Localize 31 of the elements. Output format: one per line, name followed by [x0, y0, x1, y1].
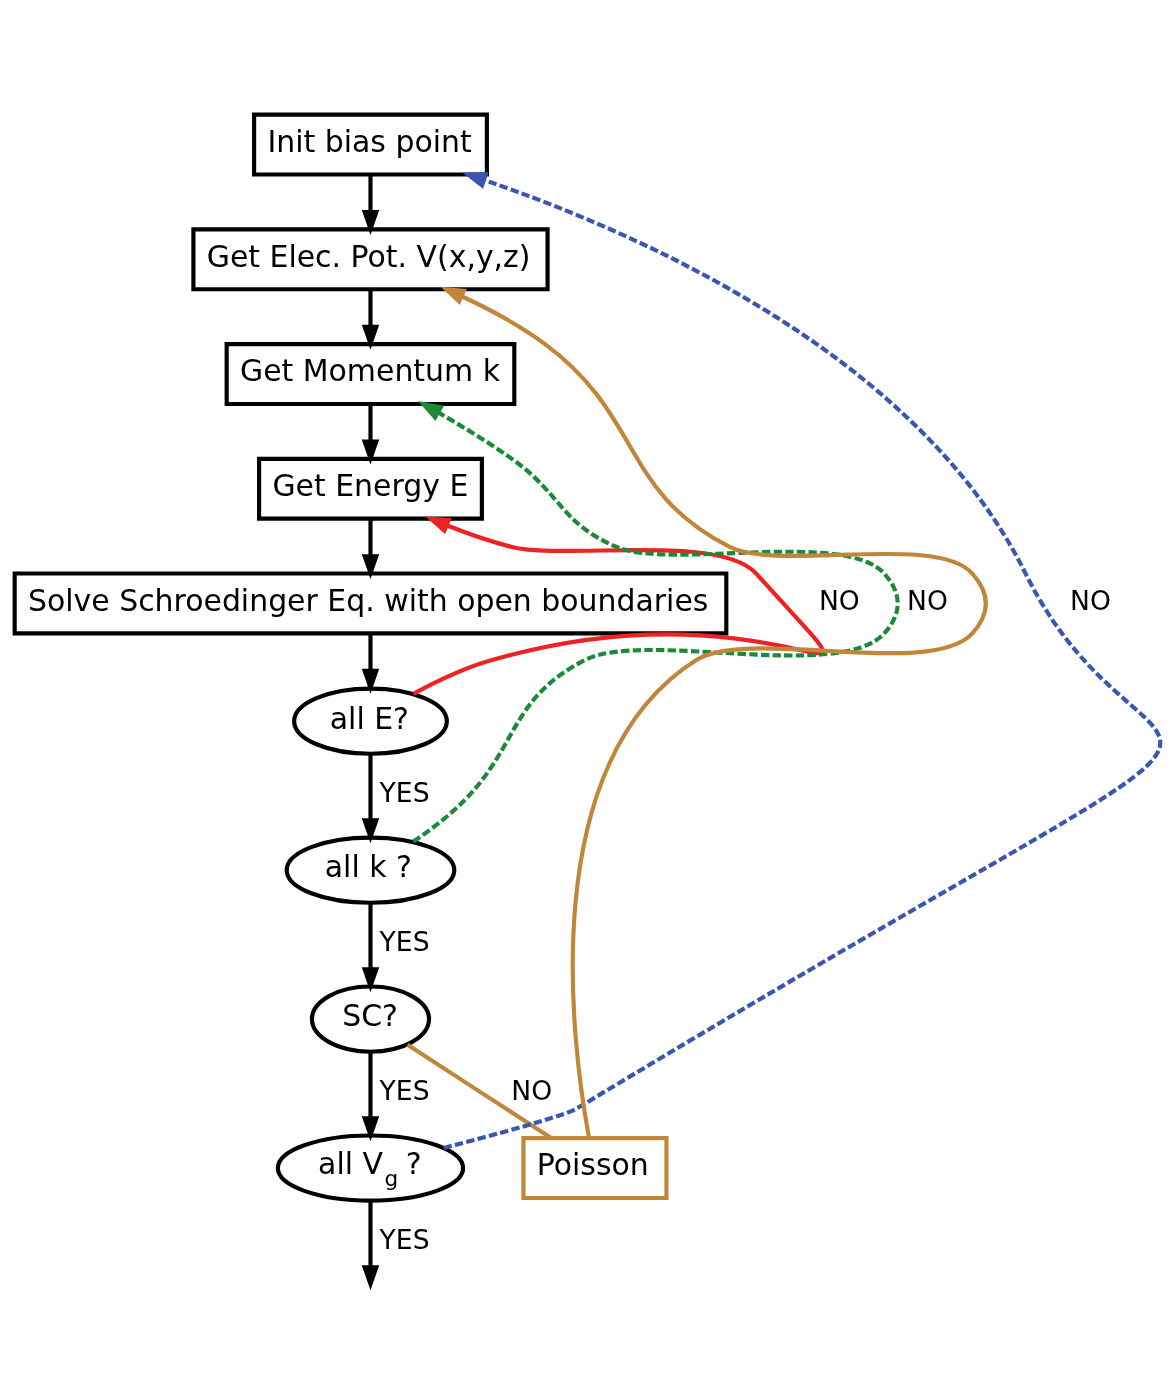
- arrow: [361, 174, 380, 235]
- arrow: [412, 400, 900, 844]
- node-ellipse: all E?: [292, 686, 449, 756]
- node-box: Solve Schroedinger Eq. with open boundaries: [12, 571, 729, 636]
- edge-label: NO: [1070, 584, 1111, 616]
- edge-label: NO: [818, 584, 860, 616]
- node-box: Get Elec. Pot. V(x,y,z): [191, 227, 550, 292]
- arrow: [361, 1201, 380, 1291]
- edge-label: NO: [907, 584, 948, 616]
- node-box: Poisson: [521, 1136, 669, 1201]
- node-box: Get Energy E: [257, 456, 484, 521]
- arrow: [361, 633, 380, 694]
- node-ellipse: all V$_{g}$ ?: [275, 1133, 466, 1203]
- node-box: Init bias point: [252, 112, 489, 177]
- arrow: [361, 754, 380, 844]
- edge-label: YES: [379, 777, 430, 808]
- arrow: [361, 519, 380, 580]
- edge-label: YES: [379, 1223, 430, 1255]
- node-box: Get Momentum k: [224, 342, 517, 407]
- edge-label: YES: [379, 925, 430, 957]
- arrow: [361, 1052, 380, 1142]
- arrow: [440, 286, 988, 1138]
- node-ellipse: all k ?: [284, 835, 457, 905]
- edge-label: YES: [379, 1074, 430, 1106]
- arrow: [412, 516, 824, 696]
- node-ellipse: SC?: [309, 984, 432, 1054]
- arrow: [361, 903, 380, 993]
- arrow: [443, 172, 1160, 1150]
- arrow: [361, 289, 380, 350]
- edge-label: NO: [511, 1074, 553, 1106]
- arrow: [361, 404, 380, 465]
